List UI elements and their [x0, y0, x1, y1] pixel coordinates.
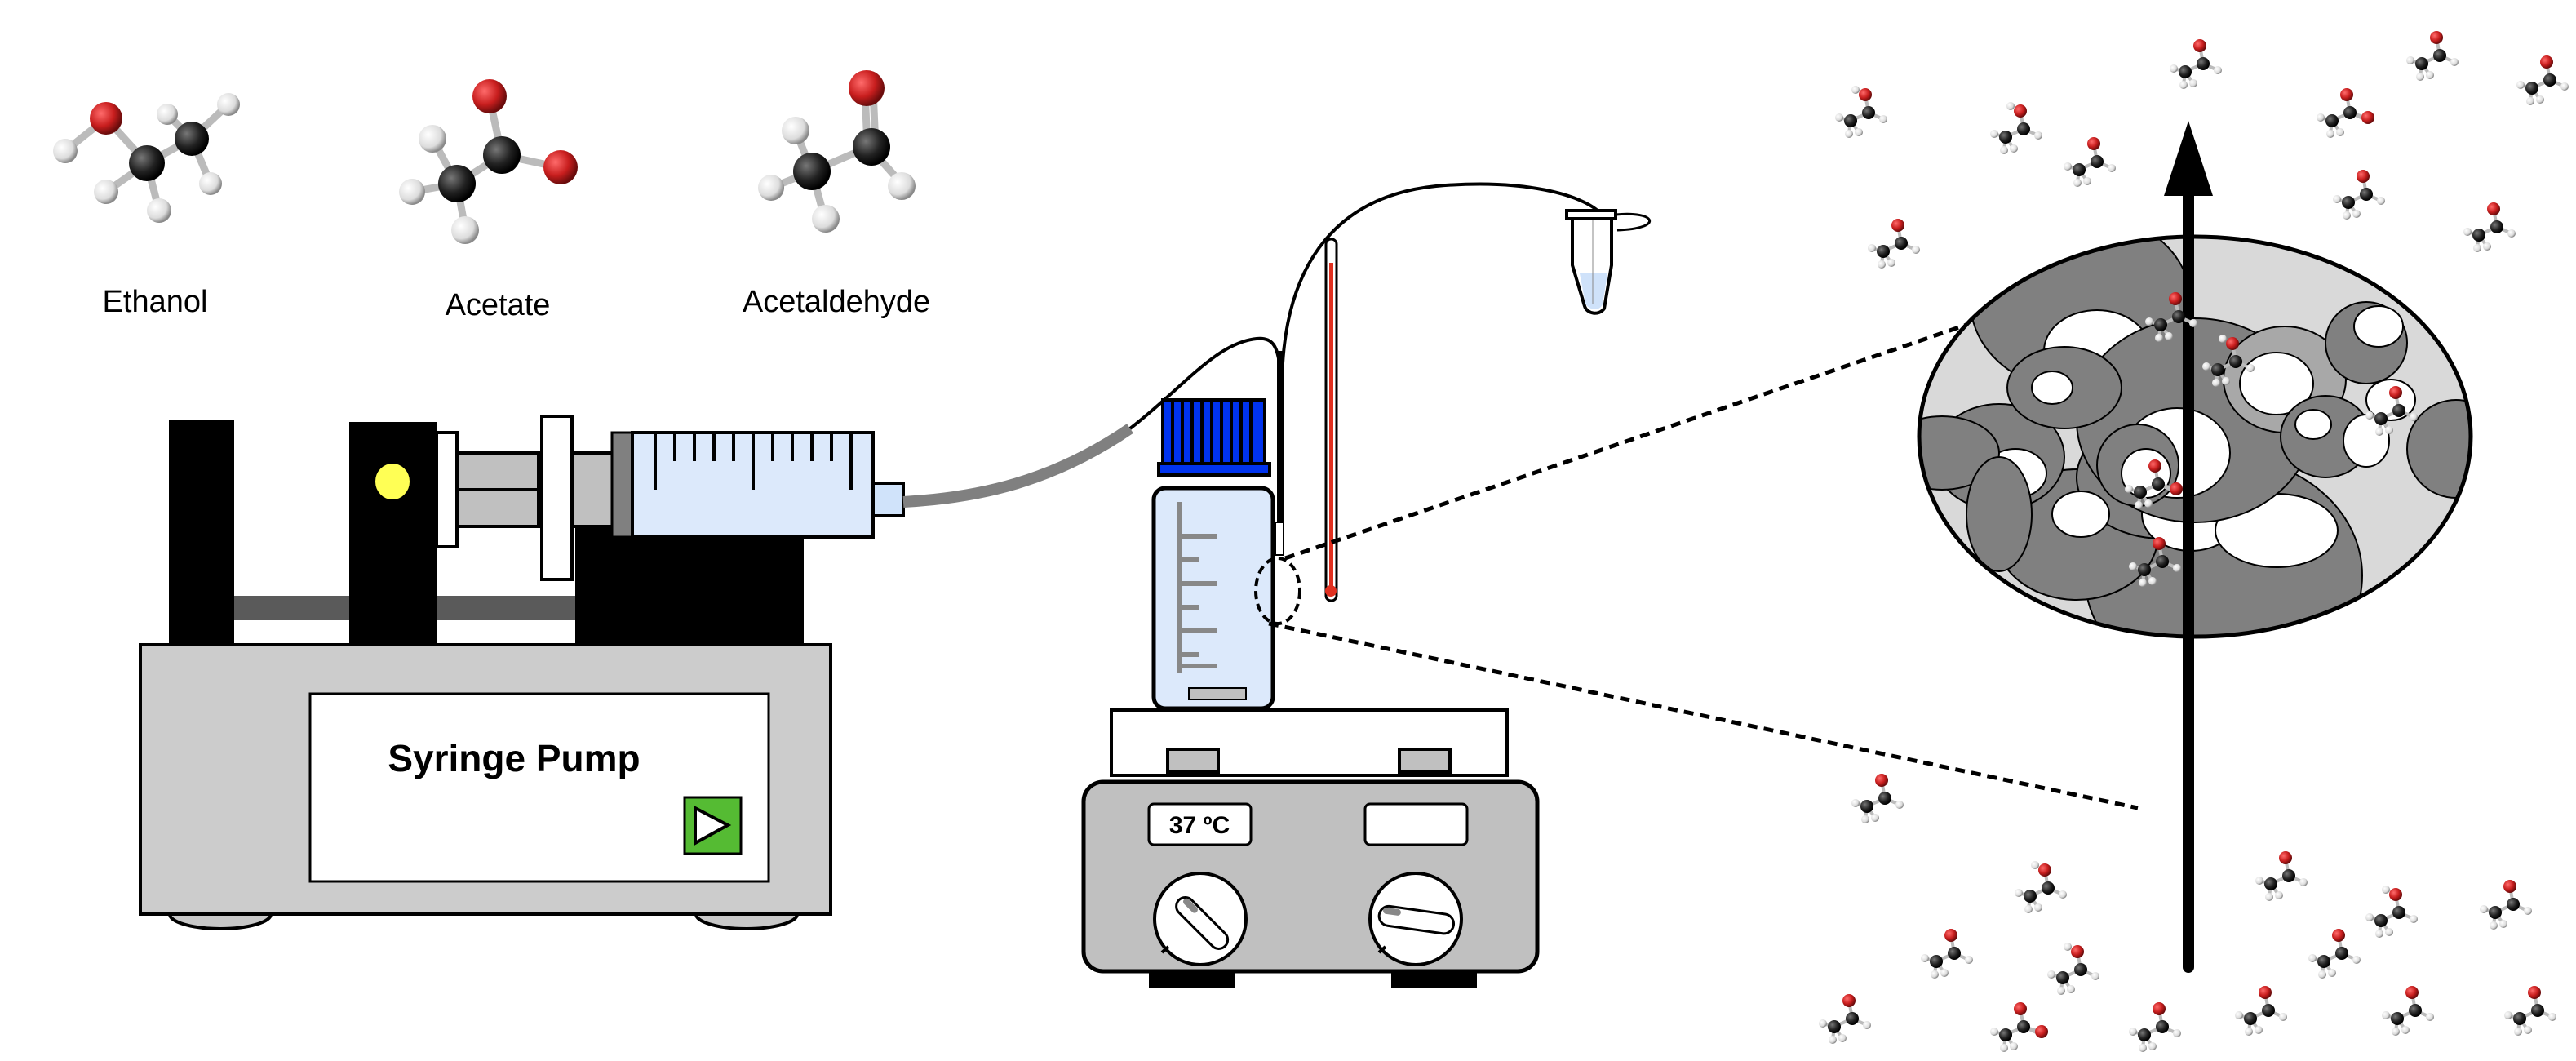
plunger-rod-bottom — [455, 488, 540, 528]
bottle-cap[interactable] — [1161, 398, 1266, 465]
temperature-readout: 37 ºC — [1169, 812, 1230, 839]
hotplate-clip-right — [1398, 748, 1452, 774]
acetaldehyde-molecule — [2064, 137, 2116, 187]
acetaldehyde-molecule — [2129, 1002, 2181, 1052]
acetaldehyde-molecule — [2145, 292, 2197, 342]
acetaldehyde-molecule — [2516, 55, 2569, 105]
stir-speed-knob[interactable] — [1368, 872, 1463, 966]
porous-matrix-magnified — [1917, 234, 2473, 639]
scattered-molecules — [1819, 31, 2569, 1052]
acetaldehyde-molecule — [2333, 170, 2385, 220]
acetaldehyde-molecule — [2382, 986, 2434, 1036]
tubing-pump-to-reactor — [902, 424, 1133, 508]
plunger-thumb-plate — [435, 431, 459, 548]
plunger-rod-inner — [570, 451, 614, 528]
temperature-knob[interactable] — [1153, 872, 1248, 966]
stir-bar — [1188, 687, 1247, 700]
hotplate-clip-left — [1166, 748, 1220, 774]
syringe-holder-block — [575, 522, 804, 645]
molecule-ethanol — [53, 93, 240, 223]
label-acetate: Acetate — [446, 288, 551, 322]
pump-pusher-block[interactable] — [349, 422, 437, 645]
plunger-rod-top — [455, 451, 540, 491]
zoom-line-lower — [1268, 621, 2139, 810]
bottle-graduations — [1177, 502, 1217, 673]
play-icon — [694, 805, 732, 846]
acetaldehyde-molecule — [2406, 31, 2459, 81]
ethanol-molecule — [2365, 886, 2418, 938]
temperature-display — [1147, 802, 1253, 846]
acetaldehyde-molecule — [2365, 386, 2418, 436]
pump-rear-post — [169, 420, 234, 645]
syringe-stopper — [610, 431, 634, 539]
ethanol-molecule — [1990, 102, 2042, 154]
acetaldehyde-molecule — [2235, 986, 2287, 1036]
label-acetaldehyde: Acetaldehyde — [743, 285, 930, 319]
tubing-reactor-to-tube — [1281, 182, 1601, 364]
tube-liquid — [1580, 273, 1607, 309]
syringe-tip — [871, 482, 905, 517]
acetaldehyde-molecule — [1851, 774, 1904, 823]
acetaldehyde-molecule — [1921, 929, 1973, 979]
stir-speed-display — [1363, 802, 1469, 846]
syringe-pump: Syringe Pump — [139, 415, 905, 930]
acetate-molecule — [2317, 88, 2374, 138]
disc-outline — [1917, 234, 2473, 639]
pump-indicator-light — [374, 462, 411, 501]
ethanol-molecule — [2202, 335, 2255, 387]
probe-tip — [1275, 522, 1284, 556]
acetaldehyde-molecule — [2480, 880, 2532, 930]
acetaldehyde-molecule — [2463, 202, 2516, 252]
acetaldehyde-molecule — [2504, 986, 2556, 1036]
label-ethanol: Ethanol — [103, 285, 208, 319]
collection-tube — [1565, 209, 1651, 315]
syringe-graduations — [654, 434, 853, 490]
tube-hinge — [1615, 212, 1651, 232]
hotplate-foot-right — [1391, 973, 1477, 988]
ethanol-molecule — [1835, 86, 1887, 138]
ethanol-molecule — [2047, 943, 2099, 995]
hotplate-stirrer: 37 ºC — [1081, 708, 1540, 988]
acetaldehyde-molecule — [1868, 219, 1920, 269]
hotplate-foot-left — [1149, 973, 1235, 988]
pump-start-button[interactable] — [683, 796, 743, 855]
ethanol-molecule — [2015, 861, 2067, 913]
reactor-bottle — [1151, 238, 1338, 711]
acetaldehyde-molecule — [2255, 851, 2308, 901]
probe-needle — [1277, 351, 1284, 522]
up-arrow-icon — [2164, 121, 2213, 973]
syringe-flange — [540, 415, 574, 581]
pump-label: Syringe Pump — [388, 737, 640, 779]
acetate-molecule — [1990, 1002, 2048, 1052]
molecule-acetaldehyde — [758, 70, 916, 233]
bottle-cap-rim[interactable] — [1157, 462, 1271, 477]
molecule-acetate — [399, 79, 578, 244]
acetaldehyde-molecule — [2129, 537, 2181, 587]
acetaldehyde-molecule — [1819, 994, 1871, 1044]
zoom-line-upper — [1284, 283, 2082, 561]
acetaldehyde-molecule — [2170, 39, 2222, 89]
acetaldehyde-molecule — [2308, 929, 2361, 979]
acetate-molecule — [2125, 459, 2183, 509]
thermometer — [1324, 238, 1338, 602]
